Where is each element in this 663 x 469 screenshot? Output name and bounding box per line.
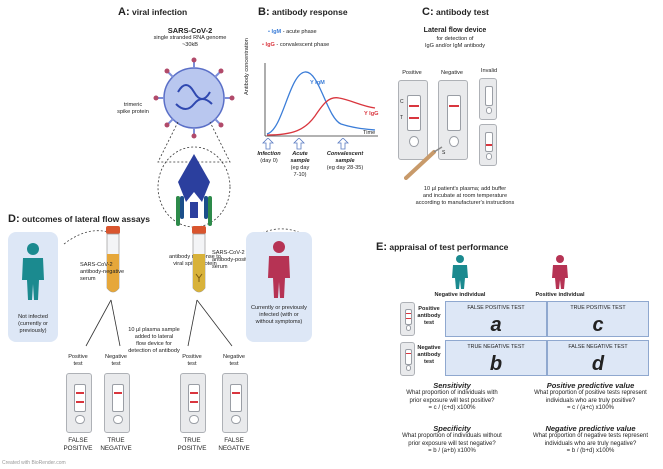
arrow-up-icon — [293, 138, 305, 150]
y-axis-label: Antibody concentration — [244, 38, 250, 95]
genome-line-2: ~30kB — [181, 42, 199, 48]
igm-legend: • IgM - acute phase — [268, 29, 317, 35]
lfd-title: Lateral flow device — [423, 27, 487, 34]
row-positive-cassette — [400, 302, 415, 336]
antibody-curve-plot — [264, 63, 378, 137]
specificity-block: Specificity What proportion of individua… — [402, 424, 502, 454]
panel-e-title: E: appraisal of test performance — [376, 241, 509, 253]
negative-individual-icon — [452, 255, 468, 289]
negative-individual-label: Negative individual — [434, 292, 486, 298]
outcome-arrows — [85, 299, 233, 347]
cell-letter-d: d — [591, 353, 605, 375]
virus-name: SARS-CoV-2 — [167, 26, 213, 35]
panel-c-title: C: antibody test — [422, 6, 489, 18]
lfd-invalid-cassette-1 — [479, 78, 497, 120]
instructions-3: according to manufacturer's instructions — [415, 200, 515, 206]
igg-curve-label: Y IgG — [364, 111, 379, 117]
infected-person-icon — [268, 241, 290, 298]
outcome-cassette-false-positive — [66, 373, 92, 433]
positive-individual-label: Positive individual — [535, 292, 585, 298]
biorender-credit: Created with BioRender.com — [2, 460, 66, 466]
lfd-invalid-cassette-2 — [479, 124, 497, 166]
x-axis-label: Time — [363, 130, 376, 136]
panel-a-title: A: viral infection — [118, 6, 188, 18]
lfd-negative-cassette — [438, 80, 468, 160]
spike-protein-icon — [178, 154, 210, 218]
negative-serum-tube-icon — [106, 226, 120, 293]
outcome-cassette-true-positive — [180, 373, 206, 433]
cell-letter-b: b — [489, 353, 503, 375]
virus-antibody-illustration — [153, 57, 235, 228]
arrow-up-icon — [262, 138, 274, 150]
control-line-label: C — [400, 99, 404, 105]
igm-curve — [266, 71, 376, 135]
lfd-positive-label: Positive — [402, 70, 422, 76]
cell-letter-c: c — [592, 314, 604, 336]
ppv-block: Positive predictive value What proportio… — [534, 381, 647, 411]
sensitivity-block: Sensitivity What proportion of individua… — [406, 381, 498, 411]
spike-label-1: trimeric — [123, 102, 143, 108]
test-line-label: T — [400, 115, 404, 121]
timepoint-infection: Infection(day 0) — [257, 151, 281, 164]
not-infected-person-icon — [22, 243, 44, 300]
sample-well-label: S — [442, 150, 446, 156]
antibody-icon — [176, 196, 212, 226]
igg-curve — [266, 97, 376, 136]
panel-b-title: B: antibody response — [258, 6, 348, 18]
spike-label-2: spike protein — [117, 109, 149, 115]
lfd-positive-cassette — [398, 80, 428, 160]
outcome-cassette-false-negative — [222, 373, 248, 433]
pipette-icon — [404, 146, 443, 180]
genome-line-1: single stranded RNA genome — [153, 35, 227, 41]
lfd-negative-label: Negative — [440, 70, 464, 76]
cell-letter-a: a — [490, 314, 502, 336]
lfd-sub-2: IgG and/or IgM antibody — [424, 43, 485, 49]
outcome-cassette-true-negative — [104, 373, 130, 433]
arrow-up-icon — [337, 138, 349, 150]
panel-d-title: D: outcomes of lateral flow assays — [8, 213, 151, 225]
timepoint-arrows — [262, 138, 349, 150]
positive-serum-tube-icon — [192, 226, 206, 293]
igm-curve-label: Y IgM — [310, 80, 325, 86]
instructions-1: 10 µl patient's plasma; add buffer — [423, 186, 507, 192]
lfd-invalid-label: Invalid — [480, 68, 498, 74]
igg-legend: • IgG - convalescent phase — [262, 42, 330, 48]
row-negative-cassette — [400, 342, 415, 376]
virus-particle-icon — [153, 57, 235, 139]
lfd-sub-1: for detection of — [436, 36, 474, 42]
npv-block: Negative predictive value What proportio… — [532, 424, 649, 454]
positive-individual-icon — [552, 255, 568, 289]
instructions-2: and incubate at room temperature — [422, 193, 508, 199]
